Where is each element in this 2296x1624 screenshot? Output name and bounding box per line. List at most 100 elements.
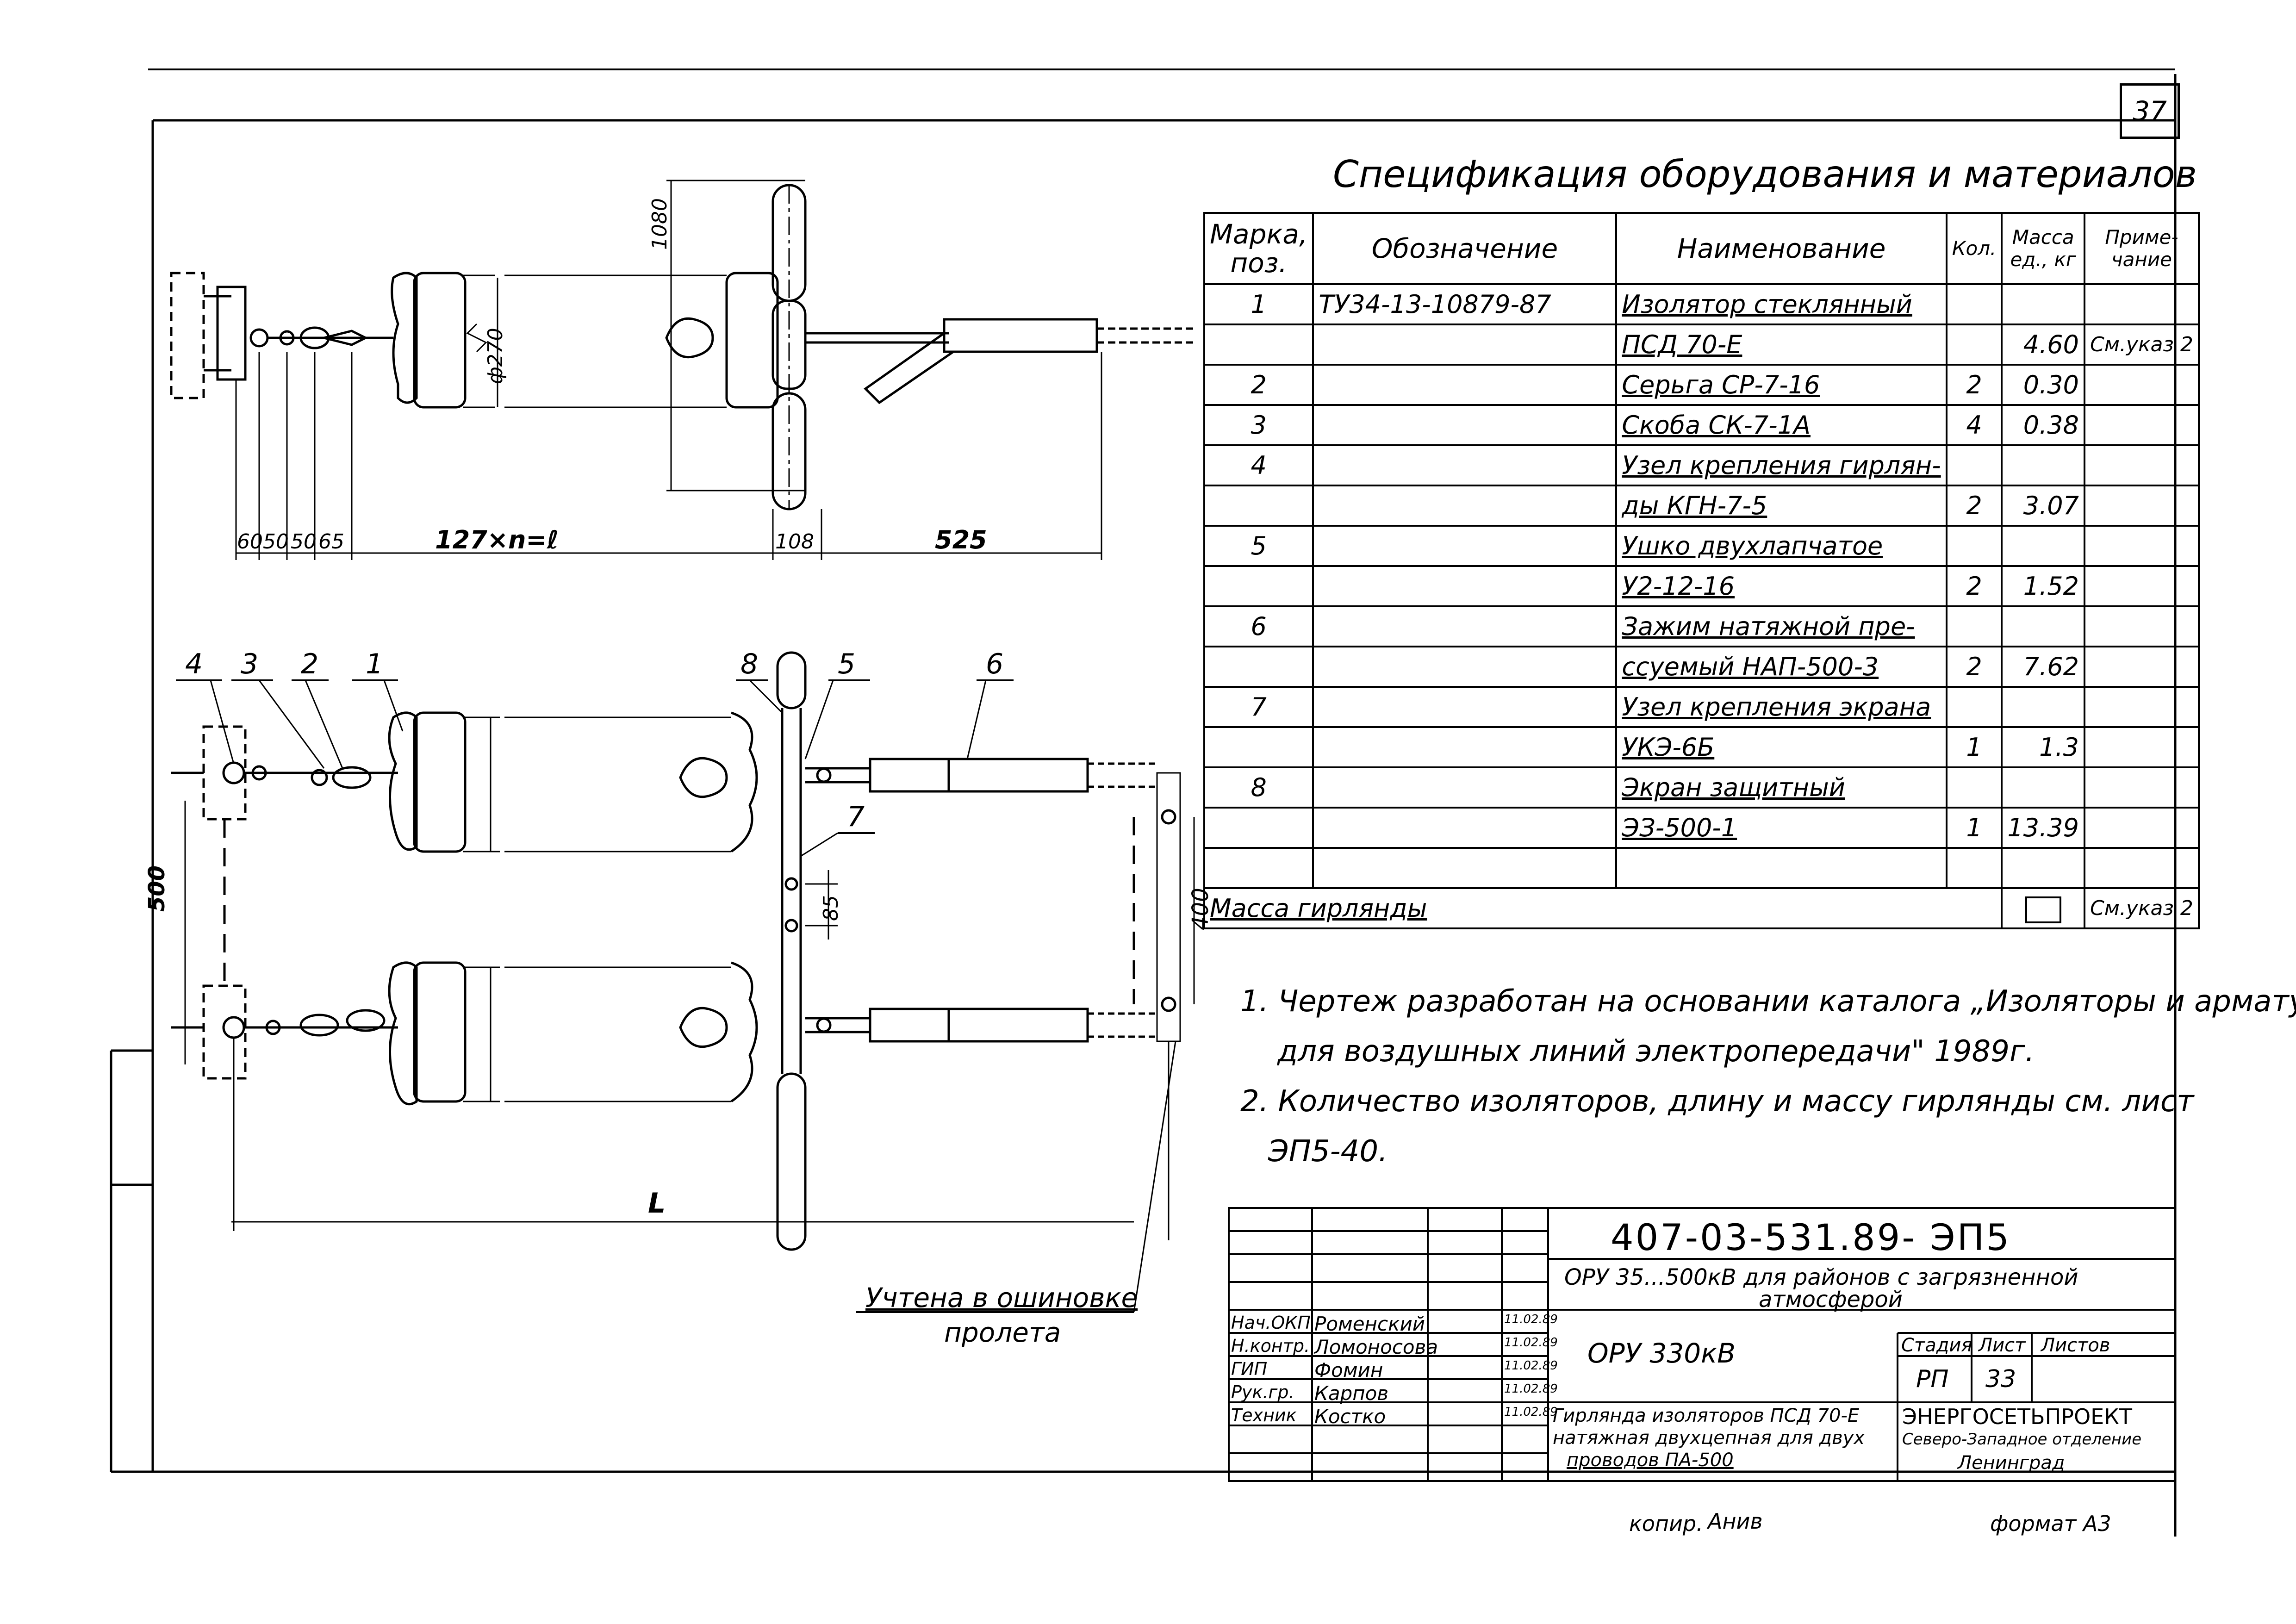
signature-name: Роменский: [1314, 1313, 1425, 1335]
item-designation: [1312, 565, 1618, 607]
item-qty: [1945, 283, 2003, 325]
note-line: 2. Количество изоляторов, длину и массу …: [1240, 1084, 2194, 1119]
item-name: Узел крепления гирлян-: [1622, 451, 1941, 480]
table-row: 6 Зажим натяжной пре-: [1203, 605, 2200, 647]
item-designation: [1312, 766, 1618, 809]
subtitle: ОРУ 330кВ: [1587, 1338, 1736, 1369]
mass-note: См.указ 2: [2084, 887, 2200, 929]
item-qty: [1945, 525, 2003, 567]
item-mark: 2: [1203, 364, 1314, 406]
mass-value-box: [2025, 896, 2061, 923]
signature-role: Техник: [1231, 1405, 1297, 1425]
item-name: ПСД 70-Е: [1622, 330, 1742, 359]
item-mark: [1203, 565, 1314, 607]
drawing-title-line: проводов ПА-500: [1567, 1450, 1734, 1471]
item-note: [2084, 646, 2200, 688]
sheet-value: 33: [1985, 1365, 2016, 1393]
item-mark: 8: [1203, 766, 1314, 809]
item-qty: [1945, 686, 2003, 728]
item-name: Ушко двухлапчатое: [1622, 531, 1883, 560]
bottom-view: [171, 651, 1195, 1313]
dim-108: 108: [775, 530, 814, 554]
item-designation: [1312, 605, 1618, 647]
dim-270: ф270: [484, 328, 507, 384]
item-note: См.указ 2: [2084, 324, 2200, 366]
item-mark: [1203, 847, 1314, 889]
item-note: [2084, 525, 2200, 567]
notes: 1. Чертеж разработан на основании катало…: [1240, 977, 2296, 1176]
signature-date: 11.02.89: [1504, 1405, 1558, 1419]
signature-name: Ломоносова: [1314, 1336, 1438, 1358]
drawing-code: 407-03-531.89- ЭП5: [1611, 1217, 2011, 1259]
item-mass: [2001, 766, 2085, 809]
item-name: ды КГН-7-5: [1622, 491, 1767, 520]
pos-label: 3: [241, 648, 258, 680]
item-mark: [1203, 726, 1314, 768]
item-qty: 2: [1945, 646, 2003, 688]
signature-name: Фомин: [1314, 1359, 1383, 1381]
spec-title: Спецификация оборудования и материалов: [1333, 153, 2197, 196]
item-name: ссуемый НАП-500-3: [1622, 652, 1879, 681]
item-name: Изолятор стеклянный: [1622, 290, 1912, 319]
item-qty: 2: [1945, 485, 2003, 527]
item-designation: ТУ34-13-10879-87: [1312, 283, 1618, 325]
pos-label: 2: [301, 648, 318, 680]
spec-table: Марка, поз. Обозначение Наименование Кол…: [1203, 212, 2200, 929]
item-qty: [1945, 605, 2003, 647]
note-line: ЭП5-40.: [1268, 1134, 1388, 1169]
item-mass: 1.3: [2001, 726, 2085, 768]
col-header: Приме-чание: [2084, 212, 2200, 285]
org-name: ЭНЕРГОСЕТЬПРОЕКТ: [1902, 1404, 2132, 1429]
object-line: атмосферой: [1759, 1287, 1903, 1313]
copy-label: копир.: [1629, 1511, 1703, 1536]
item-mass: [2001, 444, 2085, 486]
item-name: Серьга СР-7-16: [1622, 370, 1820, 399]
item-note: [2084, 605, 2200, 647]
item-qty: [1945, 444, 2003, 486]
signature-role: Н.контр.: [1231, 1336, 1310, 1356]
item-name: Зажим натяжной пре-: [1622, 612, 1915, 641]
dim-L: L: [648, 1187, 666, 1220]
top-view: [170, 180, 1194, 560]
item-note: [2084, 485, 2200, 527]
stage-value: РП: [1916, 1365, 1949, 1393]
dim-50b: 50: [291, 530, 317, 554]
item-qty: 2: [1945, 364, 2003, 406]
col-header: Масса ед., кг: [2001, 212, 2085, 285]
item-note: [2084, 444, 2200, 486]
dim-500: 500: [144, 865, 170, 912]
item-mark: [1203, 485, 1314, 527]
item-designation: [1312, 807, 1618, 849]
item-designation: [1312, 726, 1618, 768]
col-header: Обозначение: [1312, 212, 1618, 285]
item-mass: 3.07: [2001, 485, 2085, 527]
item-mass: [2001, 605, 2085, 647]
item-mass: 13.39: [2001, 807, 2085, 849]
item-designation: [1312, 324, 1618, 366]
item-note: [2084, 726, 2200, 768]
spec-header-row: Марка, поз. Обозначение Наименование Кол…: [1203, 212, 2200, 285]
item-mass: [2001, 283, 2085, 325]
item-mark: 6: [1203, 605, 1314, 647]
bus-note-2: пролета: [944, 1317, 1061, 1348]
item-note: [2084, 766, 2200, 809]
item-qty: 2: [1945, 565, 2003, 607]
item-designation: [1312, 364, 1618, 406]
table-row: [1203, 847, 2200, 889]
item-mark: [1203, 324, 1314, 366]
dim-525: 525: [935, 525, 987, 554]
item-mass: [2001, 847, 2085, 889]
item-qty: 4: [1945, 404, 2003, 446]
item-note: [2084, 847, 2200, 889]
item-designation: [1312, 686, 1618, 728]
signature-role: Нач.ОКП: [1231, 1313, 1311, 1333]
pos-label: 6: [986, 648, 1003, 680]
signature-date: 11.02.89: [1504, 1336, 1558, 1350]
signature-role: ГИП: [1231, 1359, 1268, 1379]
